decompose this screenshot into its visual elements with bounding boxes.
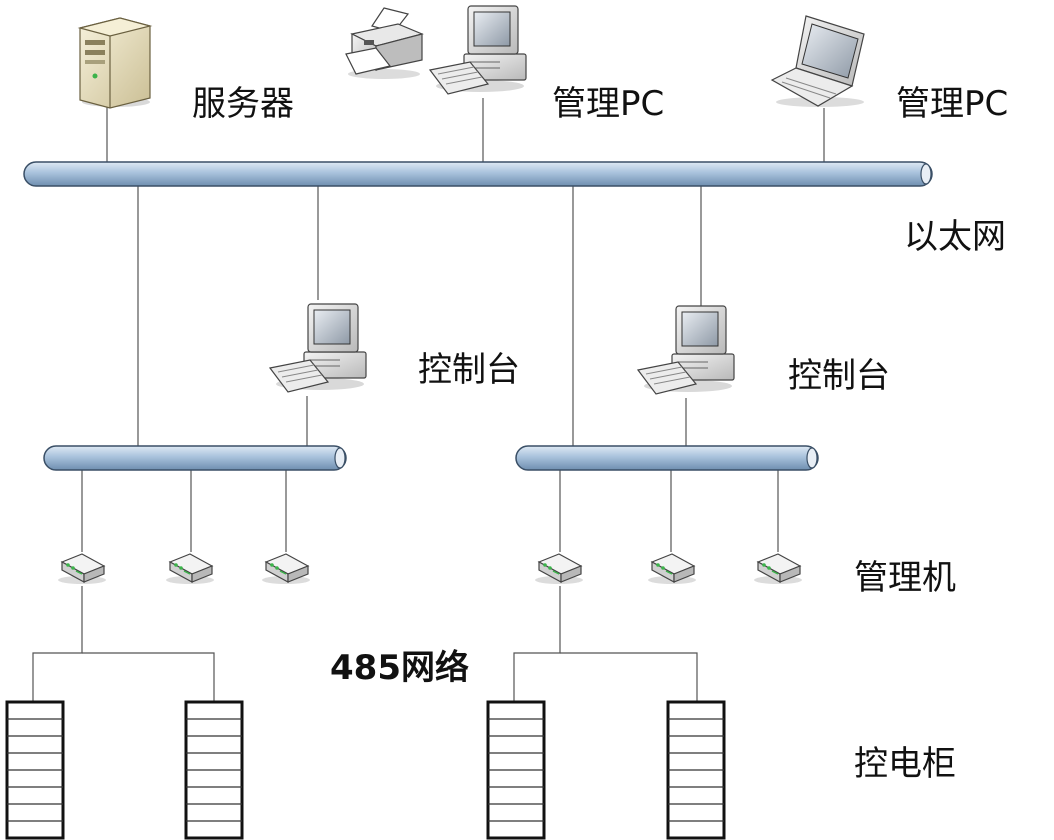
network-device-icon [534, 553, 584, 585]
server-tower-icon [77, 17, 153, 109]
cabinet-label: 控电柜 [854, 744, 956, 784]
network-device-icon [647, 553, 697, 585]
rs485-network-left-branch [82, 652, 215, 702]
console-desktop-icon [269, 303, 367, 393]
control-cabinet-icon [486, 700, 546, 840]
rs485-network-left [32, 586, 83, 702]
sub-bus-left [43, 445, 347, 471]
network-device-icon [753, 553, 803, 585]
sub-bus-right [515, 445, 819, 471]
control-cabinet-icon [184, 700, 244, 840]
console-label: 控制台 [788, 356, 890, 396]
network-device-icon [165, 553, 215, 585]
console-label: 控制台 [418, 350, 520, 390]
console-desktop-icon [637, 305, 735, 395]
admin-pc-label: 管理PC [896, 84, 1009, 124]
server-label: 服务器 [192, 84, 294, 124]
rs485-network-label: 485网络 [330, 648, 469, 688]
connection-lines [32, 98, 825, 702]
laptop-icon [770, 15, 865, 107]
manager-label: 管理机 [854, 558, 956, 598]
printer-icon [345, 7, 424, 79]
control-cabinet-icon [5, 700, 65, 840]
admin-pc-label: 管理PC [552, 84, 665, 124]
network-device-icon [261, 553, 311, 585]
rs485-network-right-branch [560, 652, 698, 702]
ethernet-bus [23, 161, 933, 187]
ethernet-label: 以太网 [904, 217, 1006, 257]
rs485-network-right [513, 586, 561, 702]
network-device-icon [57, 553, 107, 585]
desktop-computer-icon [429, 5, 527, 95]
control-cabinet-icon [666, 700, 726, 840]
